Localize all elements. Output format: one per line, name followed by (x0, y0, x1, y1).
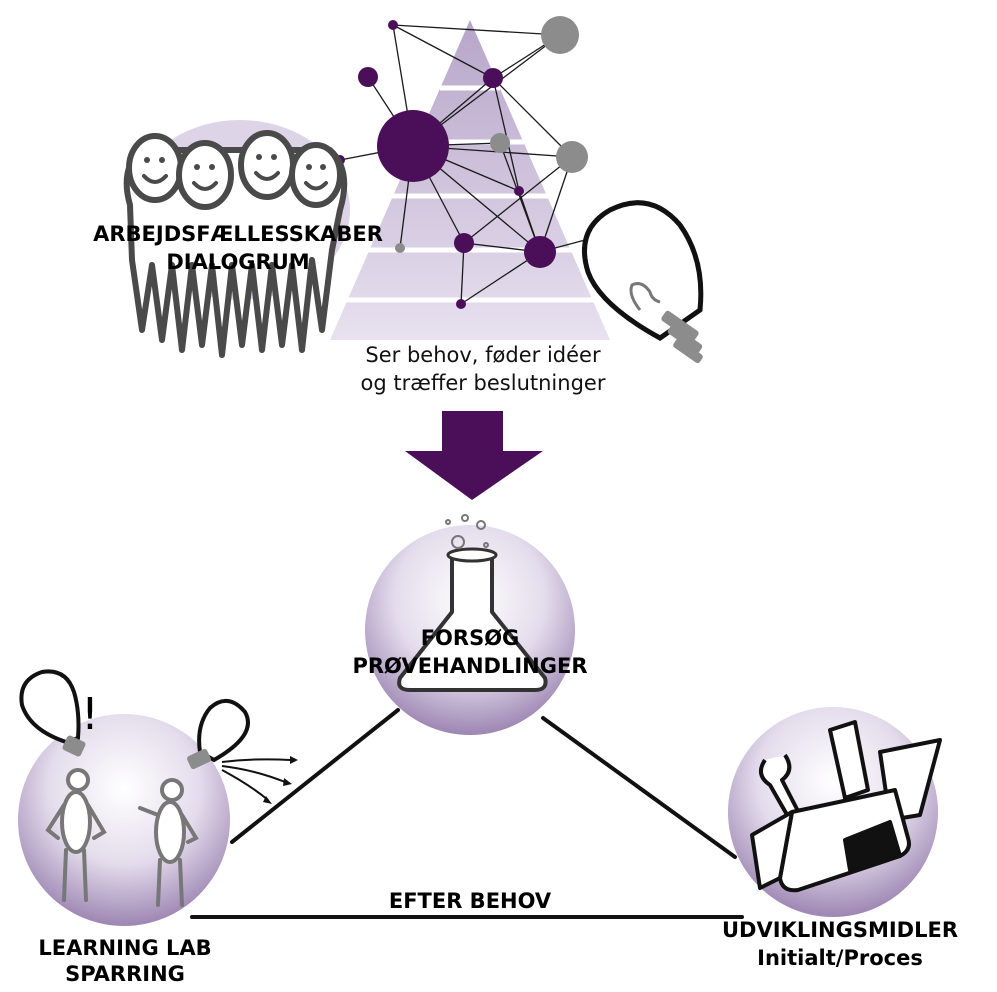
lightbulb-icon (19, 669, 86, 757)
left-title-line1: LEARNING LAB (38, 936, 212, 960)
top-title-line2: DIALOGRUM (166, 250, 310, 274)
flask-icon (397, 514, 548, 692)
left-node (18, 669, 298, 926)
bottom-edge-label: EFTER BEHOV (388, 889, 552, 913)
right-title-line1: UDVIKLINGSMIDLER (722, 918, 958, 942)
line-center-left (230, 708, 400, 844)
lightbulb-icon (582, 200, 704, 364)
stick-figures-icon (45, 768, 199, 907)
center-title-line1: FORSØG (420, 626, 520, 650)
toolbox-icon (750, 720, 942, 893)
center-title-line2: PRØVEHANDLINGER (352, 654, 588, 678)
top-caption-line1: Ser behov, føder idéer (365, 343, 601, 367)
left-exclamation: ! (81, 689, 99, 740)
center-node (365, 514, 575, 735)
left-title-line2: SPARRING (65, 962, 185, 986)
top-caption-line2: og træffer beslutninger (360, 371, 606, 395)
top-title-line1: ARBEJDSFÆLLESSKABER (93, 222, 383, 246)
people-group-icon (123, 120, 350, 358)
right-title-line2: Initialt/Proces (757, 946, 923, 970)
network-pyramid-icon (330, 16, 610, 340)
connection-lines (190, 708, 744, 919)
line-center-right (541, 716, 737, 859)
lightbulb-icon (187, 699, 298, 804)
arrow-down-icon (405, 411, 543, 500)
right-node (728, 707, 942, 917)
